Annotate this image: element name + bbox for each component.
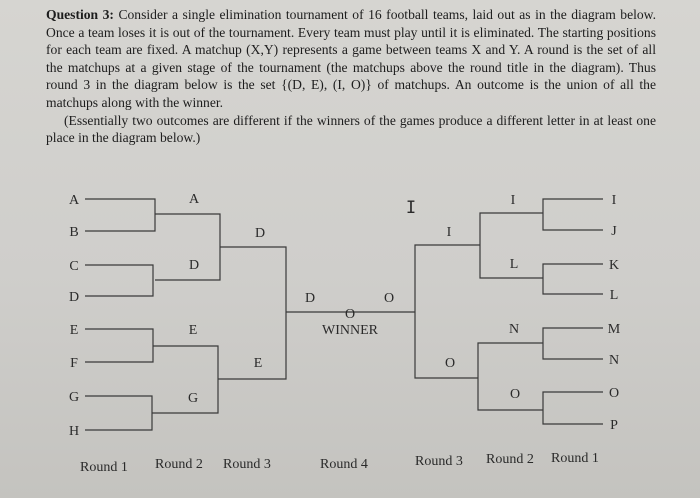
winner-label: D [255,226,265,241]
bracket-line-GH [85,395,153,431]
team-label: O [609,386,619,401]
round-label: Round 3 [223,457,271,472]
team-label: H [69,424,79,439]
team-label: F [70,356,78,371]
team-label: C [69,259,78,274]
right-round2-winners: I L N O [509,193,520,402]
team-label: I [612,193,617,208]
winner-label: L [510,257,519,272]
winner-label: E [254,356,263,371]
champion-label: O [345,307,355,322]
round-label: Round 4 [320,457,368,472]
team-label: B [69,225,78,240]
left-round1-lines [85,198,156,431]
winner-label: D [189,258,199,273]
bracket-line-OP [542,391,603,425]
winner-label: I [511,193,516,208]
team-label: M [608,322,621,337]
round-labels: Round 1 Round 2 Round 3 Round 4 Round 3 … [80,451,599,475]
bracket-line-DE [218,246,287,380]
round-label: Round 2 [155,457,203,472]
question-text: Question 3: Consider a single eliminatio… [46,6,656,147]
team-label: G [69,390,79,405]
team-label: E [70,323,79,338]
handwritten-mark: I [406,198,416,218]
bracket-line-CD [85,264,154,297]
winner-label: N [509,322,519,337]
round-label: Round 1 [551,451,599,466]
winner-label: A [189,192,200,207]
right-round3-winners: I O [445,225,455,371]
right-team-labels: I J K L M N O P [608,193,621,433]
bracket-line-MN [542,327,603,360]
round-label: Round 3 [415,454,463,469]
bracket-line-EG [152,345,219,414]
team-label: K [609,258,619,273]
round-label: Round 1 [80,460,128,475]
left-round3-lines [218,246,287,380]
left-finalist-label: D [305,291,315,306]
bracket-line-NO [477,342,543,411]
winner-label: O [510,387,520,402]
bracket-line-IO [414,244,480,379]
right-finalist-label: O [384,291,394,306]
round-label: Round 2 [486,452,534,467]
question-heading: Question 3: [46,7,114,22]
left-round2-lines [152,213,221,414]
team-label: J [611,224,617,239]
winner-caption: WINNER [322,323,379,338]
team-label: N [609,353,619,368]
bracket-line-KL [542,263,603,295]
winner-label: E [189,323,198,338]
team-label: A [69,193,80,208]
team-label: L [610,288,619,303]
bracket-line-EF [85,328,154,363]
bracket-line-IJ [542,198,603,231]
winner-label: I [447,225,452,240]
right-round3-lines [414,244,480,379]
winner-label: G [188,391,198,406]
left-round3-winners: D E [254,226,265,371]
right-round1-lines [542,198,603,425]
bracket-line-AD [155,213,221,281]
winner-label: O [445,356,455,371]
right-round2-lines [477,212,543,411]
team-label: D [69,290,79,305]
left-team-labels: A B C D E F G H [69,193,80,439]
left-round2-winners: A D E G [188,192,200,406]
bracket-line-IL [479,212,543,279]
team-label: P [610,418,618,433]
question-note: (Essentially two outcomes are different … [46,112,656,146]
question-body: Consider a single elimination tournament… [46,7,657,110]
bracket-line-AB [85,198,156,232]
